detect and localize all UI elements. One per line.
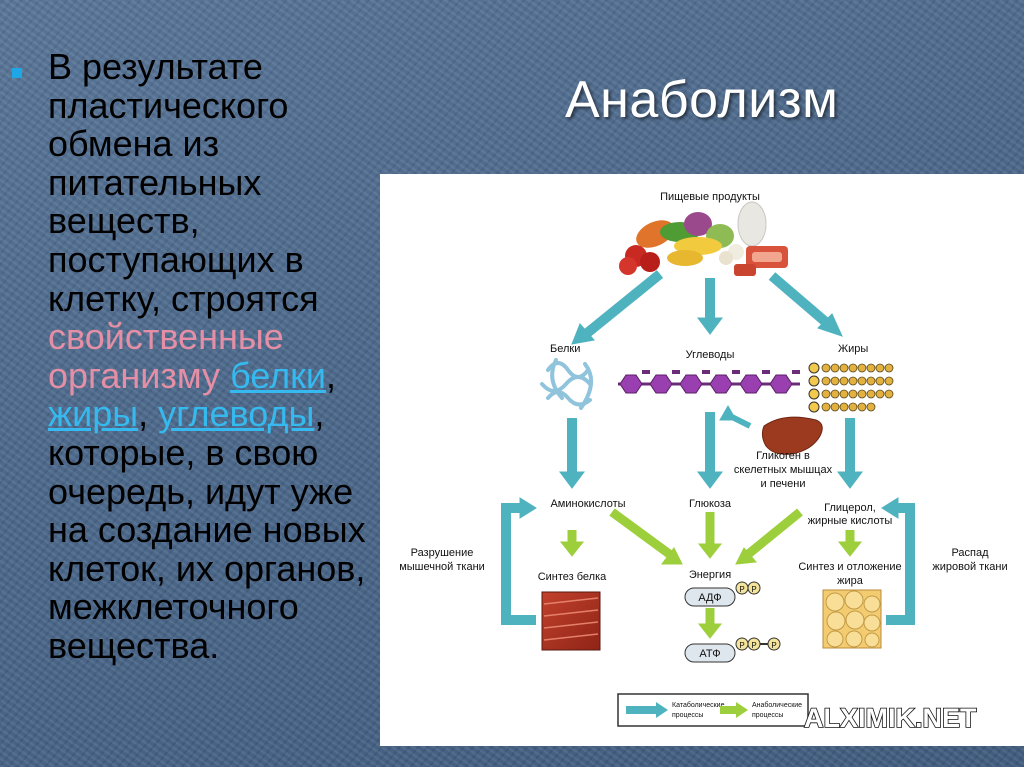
label-muscle-break-2: мышечной ткани (399, 561, 485, 573)
label-protein-synthesis: Синтез белка (538, 571, 607, 583)
food-image (619, 201, 788, 276)
label-amino-acids: Аминокислоты (550, 498, 625, 510)
diagram-svg: АДФ P P АТФ P P P Пищевые продукты Белки… (399, 191, 1007, 734)
adp-p2: P (751, 585, 756, 594)
adp-pill: АДФ P P (684, 581, 761, 607)
bullet-sep1: , (325, 354, 336, 396)
legend: Катаболические процессы Анаболические пр… (617, 693, 809, 727)
link-carbs[interactable]: углеводы (158, 393, 315, 435)
metabolism-diagram: АДФ P P АТФ P P P Пищевые продукты Белки… (380, 174, 1024, 746)
label-proteins: Белки (550, 343, 580, 355)
atp-pill: АТФ P P P (684, 637, 781, 663)
adp-label: АДФ (698, 592, 721, 604)
carbohydrate-chain-icon (618, 370, 800, 394)
label-muscle-break-1: Разрушение (411, 547, 474, 559)
label-carbs: Углеводы (686, 349, 735, 361)
fat-tissue-icon (822, 589, 882, 649)
bullet-text-part2: , которые, в свою очередь, идут уже на с… (48, 393, 366, 666)
legend-anabolic-1: Анаболические (752, 701, 802, 709)
label-fat-break-1: Распад (951, 547, 989, 559)
label-fat-synthesis-1: Синтез и отложение (798, 561, 901, 573)
bullet-text-part1: В результате пластического обмена из пит… (48, 46, 319, 319)
atp-p1: P (739, 641, 744, 650)
legend-anabolic-arrow-icon (720, 702, 748, 718)
watermark-logo: ALXIMIK.NET (804, 703, 977, 733)
catabolic-arrows (501, 270, 915, 625)
label-glycogen-1: Гликоген в (756, 450, 810, 462)
link-proteins[interactable]: белки (230, 354, 326, 396)
link-fats[interactable]: жиры (48, 393, 139, 435)
label-glycogen-2: скелетных мышцах (734, 464, 833, 476)
liver-icon (761, 416, 823, 455)
legend-catabolic-2: процессы (672, 712, 703, 719)
label-glucose: Глюкоза (689, 498, 732, 510)
label-glycerol-1: Глицерол, (824, 502, 876, 514)
adp-p1: P (739, 585, 744, 594)
atp-label: АТФ (699, 648, 720, 660)
label-fat-synthesis-2: жира (837, 575, 864, 587)
fat-molecules-icon (808, 362, 894, 413)
label-fats: Жиры (838, 343, 868, 355)
legend-anabolic-2: процессы (752, 712, 783, 719)
muscle-tissue-icon (541, 591, 601, 651)
anabolic-arrows (559, 508, 863, 639)
bullet-text: В результате пластического обмена из пит… (48, 46, 388, 666)
legend-catabolic-arrow-icon (626, 702, 668, 718)
protein-molecule-icon (540, 358, 593, 410)
highlight-phrase: свойственные организму (48, 316, 284, 396)
label-fat-break-2: жировой ткани (932, 561, 1007, 573)
label-glycogen-3: и печени (761, 478, 806, 490)
label-energy: Энергия (689, 569, 731, 581)
bullet-square-icon (12, 68, 22, 78)
label-food: Пищевые продукты (660, 191, 760, 203)
legend-catabolic-1: Катаболические (672, 701, 725, 709)
label-glycerol-2: жирные кислоты (808, 515, 893, 527)
atp-p3: P (771, 641, 776, 650)
slide-title: Анаболизм (565, 71, 839, 129)
atp-p2: P (751, 641, 756, 650)
bullet-sep2: , (138, 393, 149, 435)
